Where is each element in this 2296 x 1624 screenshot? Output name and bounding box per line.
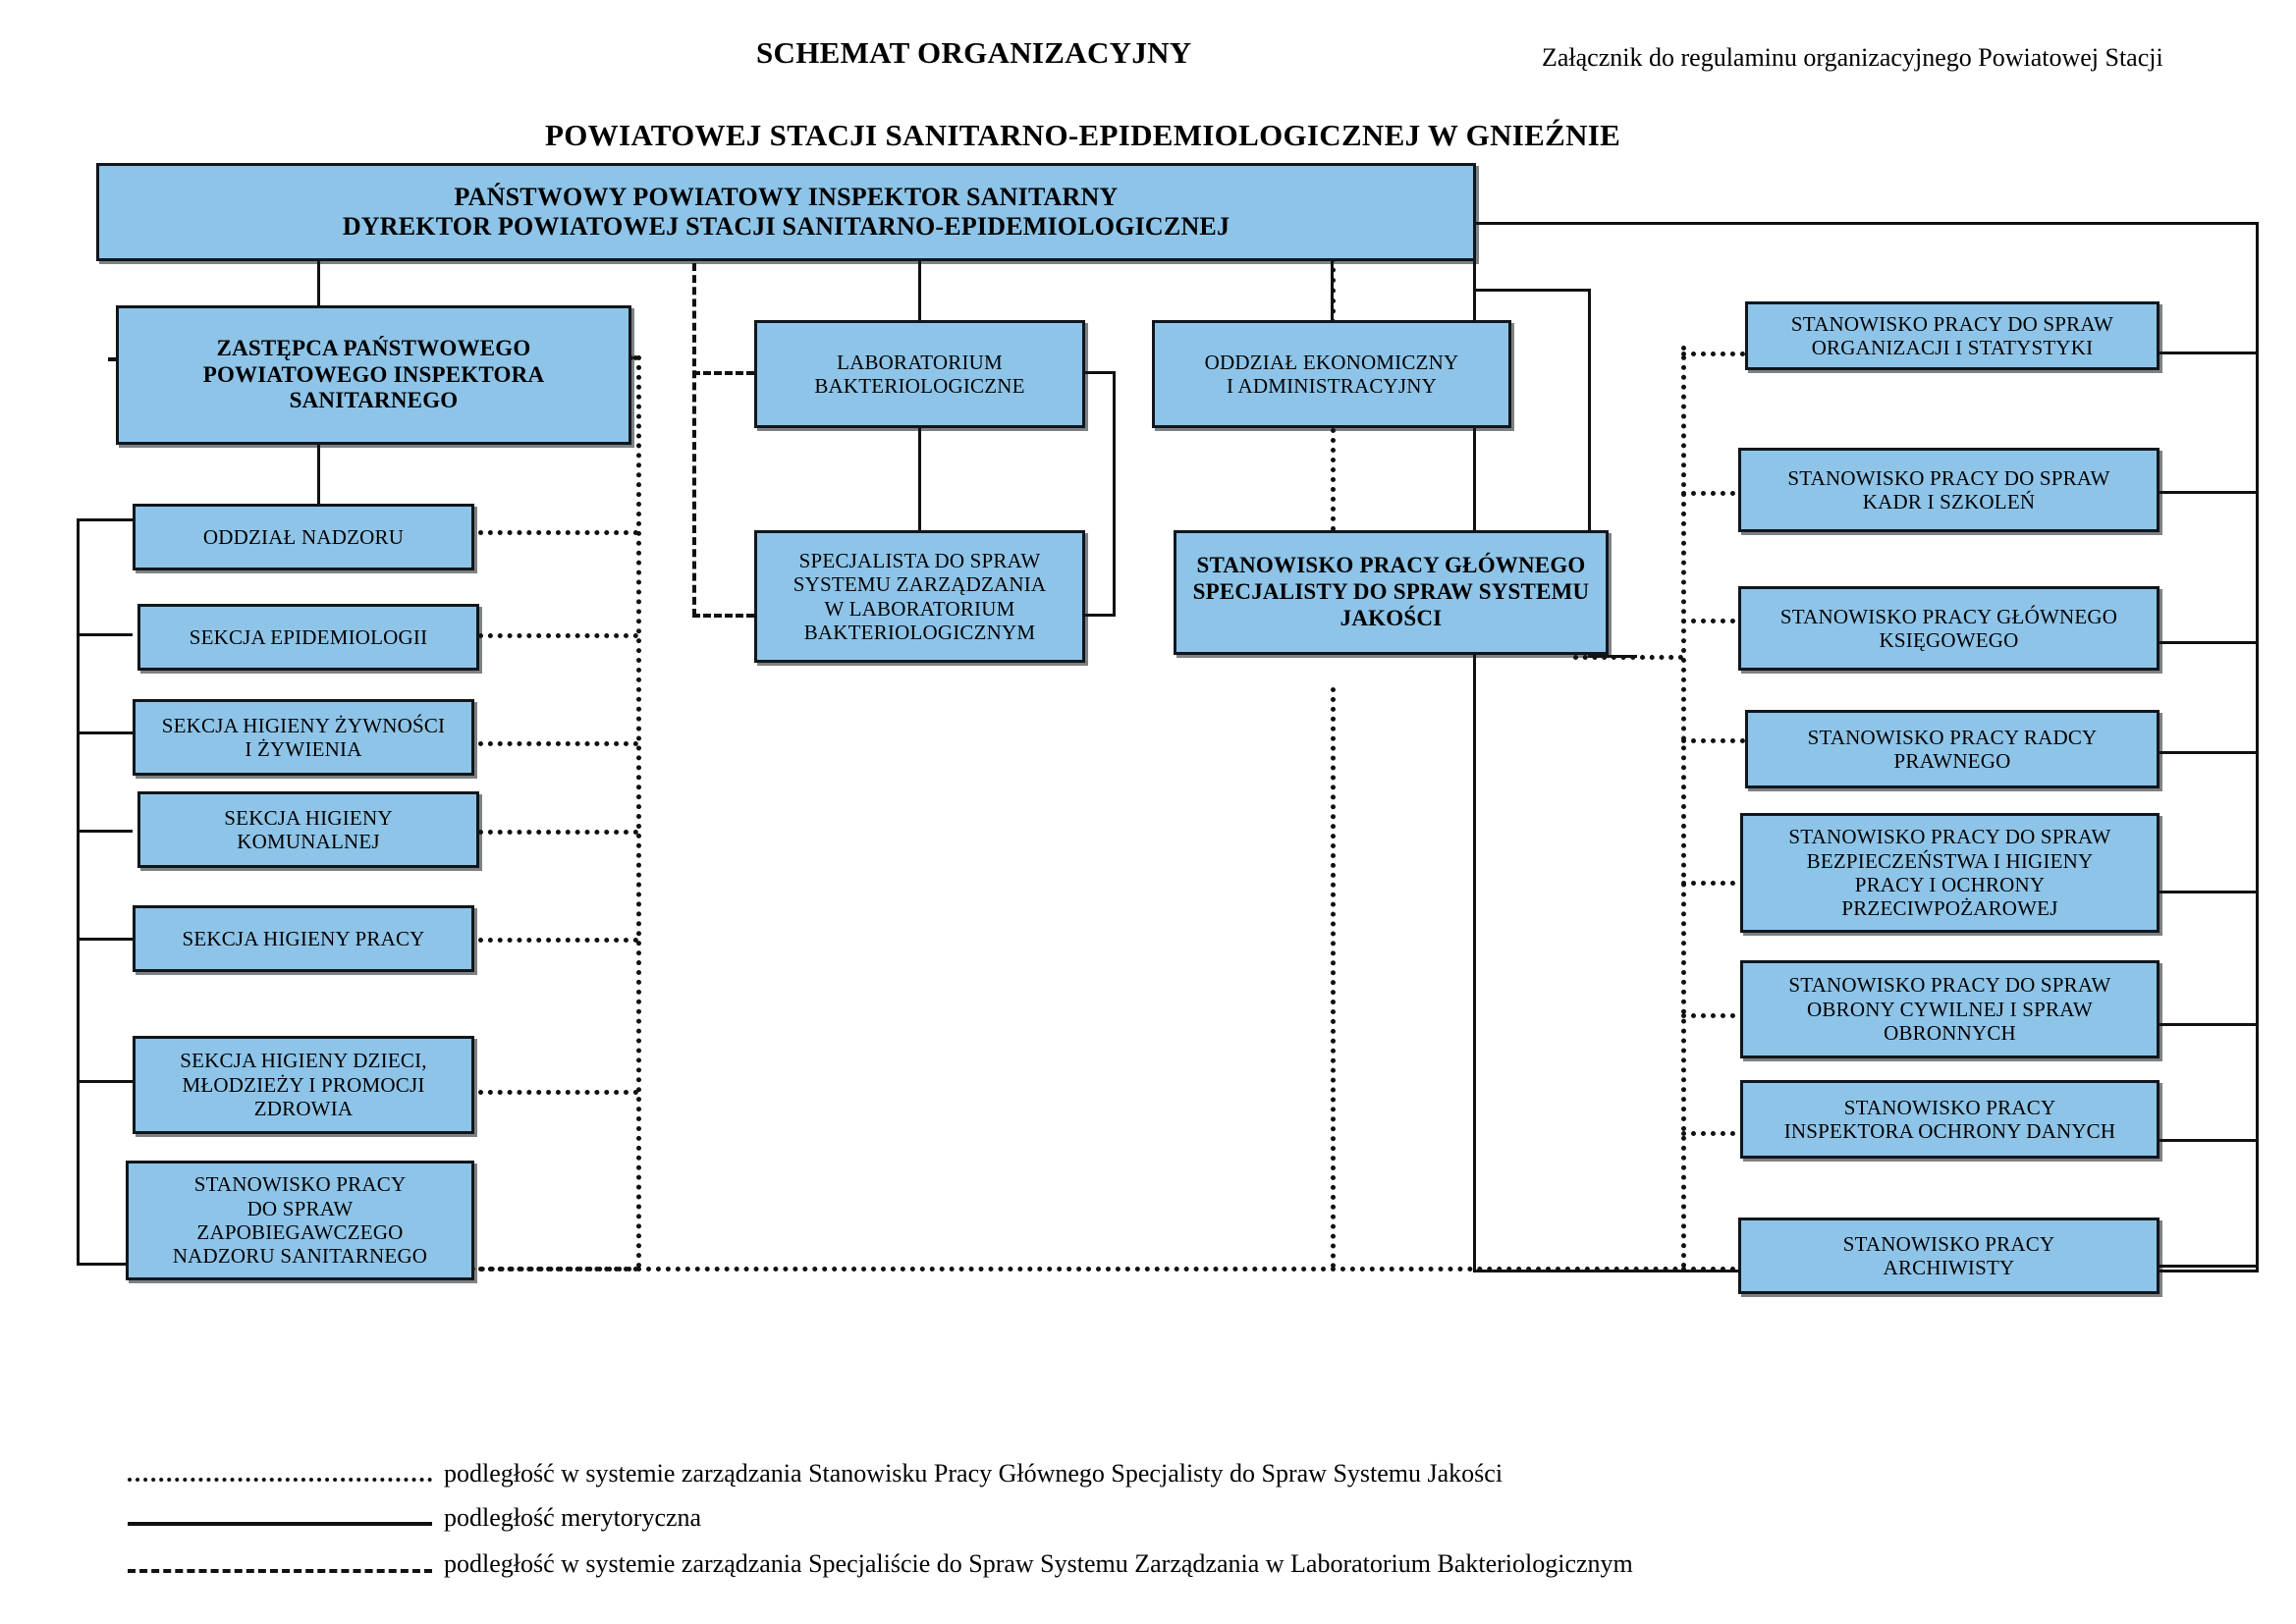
dashed-to-lab-spec bbox=[692, 614, 754, 618]
dotted-rightbox-8-link bbox=[1681, 1267, 1745, 1272]
legend-text-solid: podległość merytoryczna bbox=[444, 1503, 702, 1532]
annex-note: Załącznik do regulaminu organizacyjnego … bbox=[1542, 43, 2163, 72]
box-glowny-ksiegowy[interactable]: STANOWISKO PRACY GŁÓWNEGO KSIĘGOWEGO bbox=[1738, 586, 2159, 671]
dotted-left-collector-vertical bbox=[636, 355, 641, 1269]
dotted-leftbox-4-link bbox=[478, 830, 638, 835]
legend-sample-dotted bbox=[128, 1478, 432, 1482]
connector-leftbox-4 bbox=[77, 830, 133, 833]
dotted-rightbox-2-link bbox=[1681, 491, 1745, 496]
box-sekcja-epidemiologii[interactable]: SEKCJA EPIDEMIOLOGII bbox=[137, 604, 479, 671]
dotted-rightbox-7-link bbox=[1681, 1131, 1745, 1136]
page-subtitle: POWIATOWEJ STACJI SANITARNO-EPIDEMIOLOGI… bbox=[545, 118, 1621, 152]
box-sekcja-higieny-pracy[interactable]: SEKCJA HIGIENY PRACY bbox=[133, 905, 474, 972]
connector-lab-to-spec bbox=[918, 428, 921, 530]
connector-leftbox-7 bbox=[77, 1263, 133, 1266]
connector-leftbox-5 bbox=[77, 938, 133, 941]
box-glowny-specjalista-jakosci[interactable]: STANOWISKO PRACY GŁÓWNEGO SPECJALISTY DO… bbox=[1174, 530, 1609, 655]
connector-rightbox-4 bbox=[2159, 751, 2258, 754]
dotted-rightbox-6-link bbox=[1681, 1013, 1745, 1018]
connector-right-drop bbox=[1588, 289, 1591, 658]
dotted-rightbox-1-link bbox=[1681, 352, 1745, 356]
dotted-leftbox-3-link bbox=[478, 741, 638, 746]
box-inspektor-ochrony-danych[interactable]: STANOWISKO PRACY INSPEKTORA OCHRONY DANY… bbox=[1740, 1080, 2159, 1159]
connector-rightbox-2 bbox=[2159, 491, 2258, 494]
box-oddzial-ekonomiczny[interactable]: ODDZIAŁ EKONOMICZNY I ADMINISTRACYJNY bbox=[1152, 320, 1511, 428]
box-radca-prawny[interactable]: STANOWISKO PRACY RADCY PRAWNEGO bbox=[1745, 710, 2159, 788]
box-zapobiegawczy-nadzor[interactable]: STANOWISKO PRACY DO SPRAW ZAPOBIEGAWCZEG… bbox=[126, 1161, 474, 1280]
box-specjalista-laboratorium[interactable]: SPECJALISTA DO SPRAW SYSTEMU ZARZĄDZANIA… bbox=[754, 530, 1085, 663]
connector-lab-bracket-top bbox=[1083, 371, 1116, 374]
connector-far-right-vertical bbox=[2256, 222, 2259, 1272]
box-deputy-inspector[interactable]: ZASTĘPCA PAŃSTWOWEGO POWIATOWEGO INSPEKT… bbox=[116, 305, 631, 445]
connector-rightbox-6 bbox=[2159, 1023, 2258, 1026]
legend-sample-dashed bbox=[128, 1569, 432, 1573]
connector-lab-bracket-bottom bbox=[1083, 614, 1116, 617]
connector-rightbox-1 bbox=[2159, 352, 2258, 354]
box-bhp-ppoz[interactable]: STANOWISKO PRACY DO SPRAW BEZPIECZEŃSTWA… bbox=[1740, 813, 2159, 933]
dotted-bottom-trunk bbox=[187, 1267, 1679, 1272]
connector-leftbox-1 bbox=[77, 518, 133, 521]
dotted-quality-to-right-collector bbox=[1573, 655, 1683, 660]
box-state-inspector[interactable]: PAŃSTWOWY POWIATOWY INSPEKTOR SANITARNY … bbox=[96, 163, 1476, 261]
connector-left-rail bbox=[77, 518, 80, 1265]
connector-rightbox-8 bbox=[2159, 1265, 2258, 1268]
connector-leftbox-3 bbox=[77, 731, 133, 734]
legend-text-dotted: podległość w systemie zarządzania Stanow… bbox=[444, 1459, 1503, 1488]
dashed-to-lab bbox=[692, 371, 754, 375]
dotted-quality-down bbox=[1331, 687, 1336, 1269]
dotted-leftbox-5-link bbox=[478, 938, 638, 943]
connector-rightbox-5 bbox=[2159, 891, 2258, 893]
connector-top-to-lab-stub bbox=[918, 261, 921, 320]
dotted-right-collector-vertical bbox=[1681, 346, 1686, 1269]
box-obrona-cywilna[interactable]: STANOWISKO PRACY DO SPRAW OBRONY CYWILNE… bbox=[1740, 960, 2159, 1058]
connector-lab-bracket-vert bbox=[1113, 371, 1116, 617]
box-sekcja-higieny-dzieci[interactable]: SEKCJA HIGIENY DZIECI, MŁODZIEŻY I PROMO… bbox=[133, 1036, 474, 1134]
connector-inner-right-vertical bbox=[1473, 222, 1476, 1272]
dotted-rightbox-3-link bbox=[1681, 619, 1745, 623]
legend-sample-solid bbox=[128, 1522, 432, 1526]
dotted-leftbox-1-link bbox=[478, 530, 638, 535]
box-sekcja-higieny-zywnosci[interactable]: SEKCJA HIGIENY ŻYWNOŚCI I ŻYWIENIA bbox=[133, 699, 474, 776]
connector-top-to-deputy bbox=[317, 261, 320, 305]
box-archiwista[interactable]: STANOWISKO PRACY ARCHIWISTY bbox=[1738, 1218, 2159, 1294]
box-organizacja-statystyka[interactable]: STANOWISKO PRACY DO SPRAW ORGANIZACJI I … bbox=[1745, 301, 2159, 370]
dotted-leftbox-2-link bbox=[478, 633, 638, 638]
dotted-rightbox-5-link bbox=[1681, 881, 1745, 886]
dotted-top-to-econ bbox=[1331, 257, 1336, 324]
box-laboratorium-bakteriologiczne[interactable]: LABORATORIUM BAKTERIOLOGICZNE bbox=[754, 320, 1085, 428]
dashed-lab-vertical bbox=[692, 263, 696, 617]
page-title: SCHEMAT ORGANIZACYJNY bbox=[756, 35, 1192, 70]
dotted-leftbox-6-link bbox=[478, 1090, 638, 1095]
connector-rightbox-3 bbox=[2159, 641, 2258, 644]
connector-rightbox-7 bbox=[2159, 1139, 2258, 1142]
box-oddzial-nadzoru[interactable]: ODDZIAŁ NADZORU bbox=[133, 504, 474, 570]
dotted-rightbox-4-link bbox=[1681, 738, 1745, 743]
connector-leftbox-2 bbox=[77, 633, 133, 636]
connector-top-right-rail-upper bbox=[1473, 222, 2259, 225]
legend: podległość w systemie zarządzania Stanow… bbox=[0, 1443, 2296, 1600]
legend-text-dashed: podległość w systemie zarządzania Specja… bbox=[444, 1549, 1633, 1578]
box-kadry-szkolenia[interactable]: STANOWISKO PRACY DO SPRAW KADR I SZKOLEŃ bbox=[1738, 448, 2159, 532]
connector-leftbox-6 bbox=[77, 1080, 133, 1083]
connector-top-right-rail-lower bbox=[1473, 289, 1591, 292]
box-sekcja-higieny-komunalnej[interactable]: SEKCJA HIGIENY KOMUNALNEJ bbox=[137, 791, 479, 868]
connector-deputy-down bbox=[317, 444, 320, 506]
